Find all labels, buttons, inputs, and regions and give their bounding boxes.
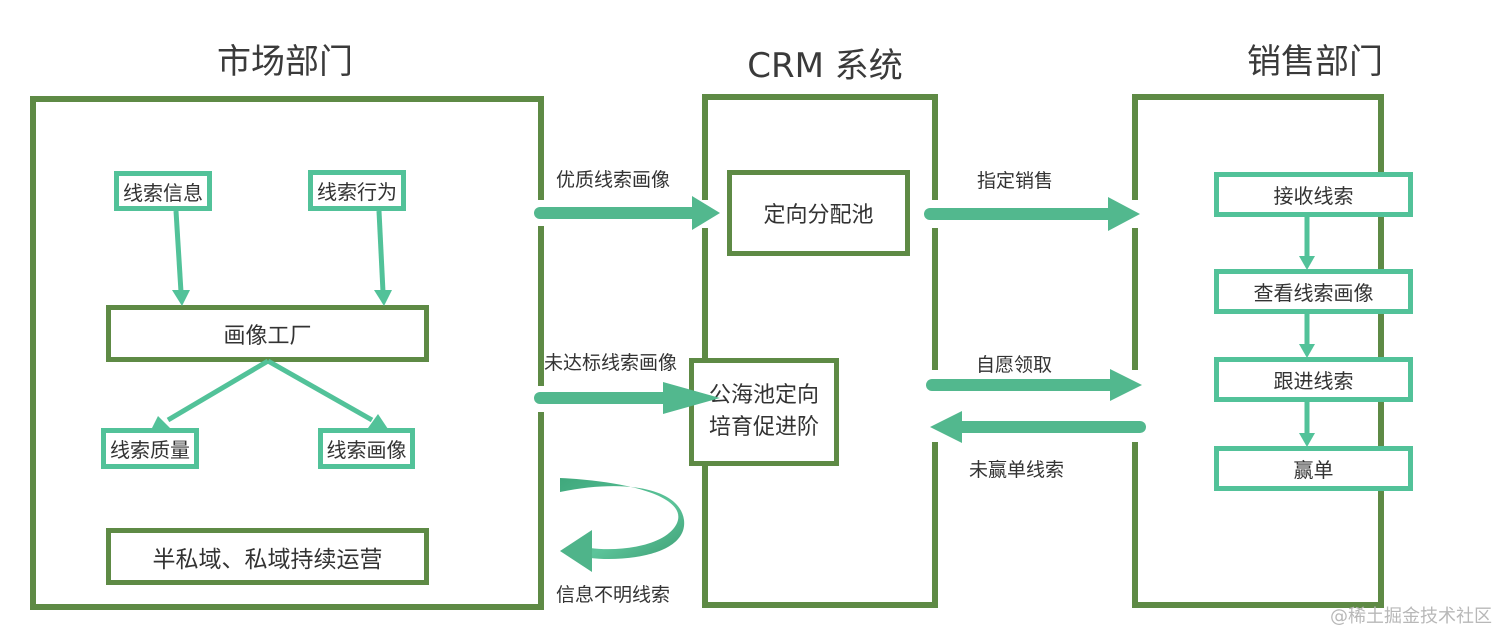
- node-lead-info-label: 线索信息: [123, 180, 203, 205]
- arrow-quality-profile: [534, 196, 720, 230]
- node-lead-behavior: 线索行为: [308, 170, 406, 211]
- node-receive: 接收线索: [1214, 172, 1413, 217]
- label-assign-sales: 指定销售: [977, 170, 1054, 192]
- node-win-label: 赢单: [1293, 458, 1334, 482]
- node-profile-factory-label: 画像工厂: [223, 323, 312, 349]
- node-operations-label: 半私域、私域持续运营: [152, 546, 383, 573]
- label-substandard-profile: 未达标线索画像: [544, 352, 678, 374]
- node-lead-quality-label: 线索质量: [110, 438, 190, 462]
- node-public-pool-line2: 培育促进阶: [708, 415, 819, 440]
- watermark: @稀土掘金技术社区: [1330, 606, 1492, 627]
- arrow-lost-leads: [930, 411, 1146, 443]
- marketing-title: 市场部门: [217, 42, 353, 82]
- label-quality-profile: 优质线索画像: [556, 169, 671, 191]
- label-lost-leads: 未赢单线索: [969, 459, 1065, 481]
- node-profile-factory: 画像工厂: [106, 305, 429, 362]
- node-follow-up-label: 跟进线索: [1273, 369, 1354, 393]
- node-public-pool-line1: 公海池定向: [708, 383, 819, 408]
- curved-return-arrow-icon: [560, 478, 685, 572]
- node-lead-profile-label: 线索画像: [326, 438, 407, 462]
- node-operations: 半私域、私域持续运营: [106, 528, 429, 585]
- arrow-assign-sales: [924, 197, 1140, 231]
- label-unclear-leads: 信息不明线索: [556, 584, 671, 606]
- node-lead-behavior-label: 线索行为: [317, 180, 397, 204]
- node-follow-up: 跟进线索: [1214, 357, 1413, 402]
- node-lead-quality: 线索质量: [101, 428, 199, 469]
- node-public-pool: 公海池定向 培育促进阶: [689, 358, 839, 466]
- label-voluntary-claim: 自愿领取: [976, 354, 1053, 376]
- node-lead-profile: 线索画像: [318, 428, 415, 469]
- node-receive-label: 接收线索: [1273, 184, 1354, 208]
- node-directed-pool-label: 定向分配池: [763, 203, 874, 228]
- node-win: 赢单: [1214, 446, 1413, 491]
- node-view-profile-label: 查看线索画像: [1253, 281, 1374, 305]
- node-lead-info: 线索信息: [114, 171, 212, 211]
- node-directed-pool: 定向分配池: [727, 170, 910, 256]
- node-view-profile: 查看线索画像: [1214, 269, 1413, 314]
- sales-title: 销售部门: [1247, 42, 1383, 82]
- crm-title: CRM 系统: [747, 46, 903, 86]
